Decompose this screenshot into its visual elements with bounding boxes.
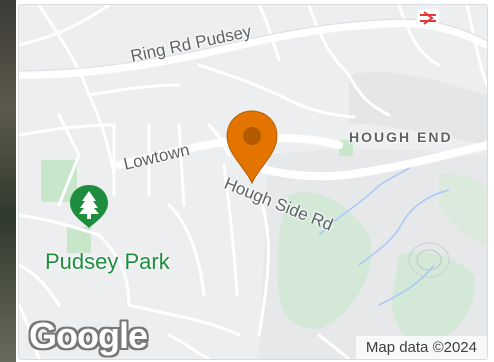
map-attribution[interactable]: Map data ©2024	[355, 336, 487, 359]
area-label-hough-end: HOUGH END	[349, 129, 453, 145]
location-pin-icon[interactable]	[225, 109, 279, 185]
background-photo-strip	[0, 0, 16, 362]
map-canvas	[19, 5, 487, 359]
poi-label-pudsey-park[interactable]: Pudsey Park	[45, 249, 170, 274]
park-tree-icon[interactable]	[68, 183, 110, 229]
rail-station-icon[interactable]	[417, 9, 439, 27]
map-view[interactable]: Ring Rd Pudsey Lowtown Hough Side Rd HOU…	[18, 4, 488, 360]
google-logo: Google	[29, 315, 148, 356]
